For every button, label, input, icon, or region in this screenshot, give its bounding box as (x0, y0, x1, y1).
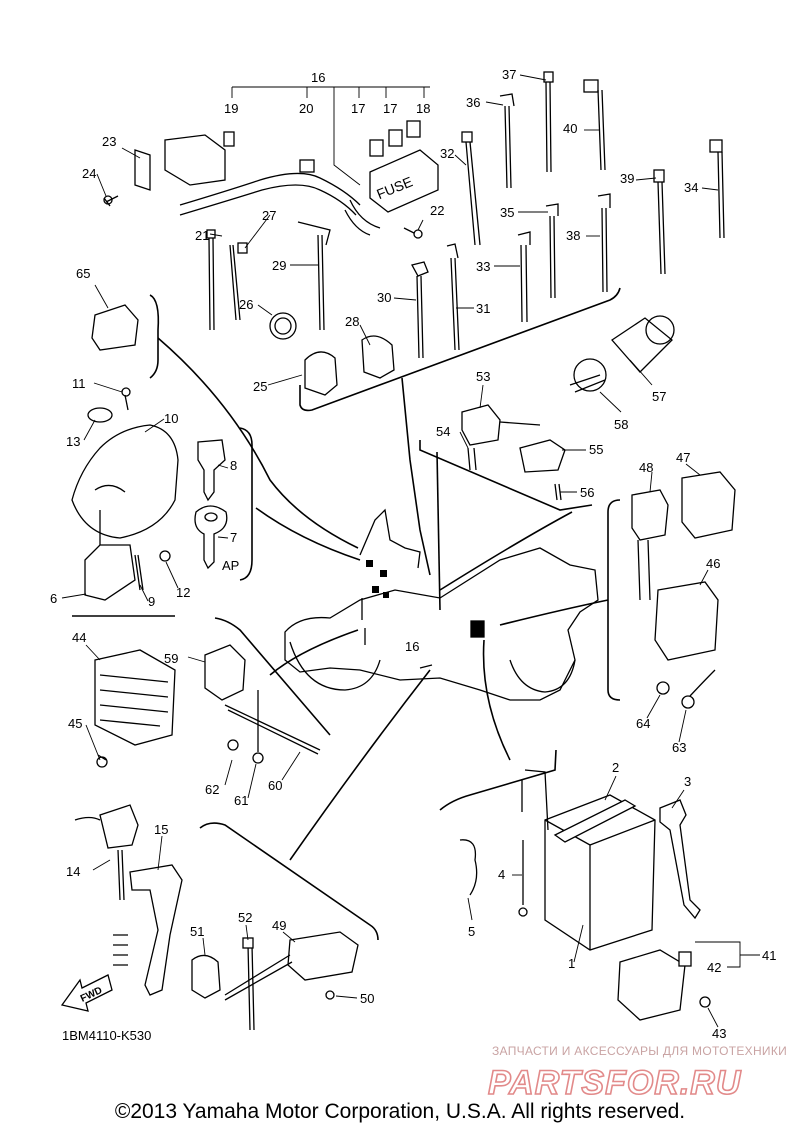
label-57: 57 (652, 389, 666, 404)
label-15: 15 (154, 822, 168, 837)
label-16: 16 (311, 70, 325, 85)
relay-65 (91, 304, 139, 351)
leader-lines (61, 74, 760, 1028)
label-20: 20 (299, 101, 313, 116)
drawing-code: 1BM4110-K530 (62, 1028, 151, 1043)
label-25: 25 (253, 379, 267, 394)
label-3: 3 (684, 774, 691, 789)
label-17b: 17 (383, 101, 397, 116)
watermark-tagline: ЗАПЧАСТИ И АКСЕССУАРЫ ДЛЯ МОТОТЕХНИКИ (492, 1044, 787, 1058)
label-35: 35 (500, 205, 514, 220)
label-26: 26 (239, 297, 253, 312)
label-48: 48 (639, 460, 653, 475)
accessory-socket (569, 315, 675, 393)
label-32: 32 (440, 146, 454, 161)
label-41: 41 (762, 948, 776, 963)
label-47: 47 (676, 450, 690, 465)
ground-parts (656, 669, 716, 709)
label-56: 56 (580, 485, 594, 500)
group-braces (72, 287, 621, 941)
label-33: 33 (476, 259, 490, 274)
keys (194, 439, 228, 570)
coil-parts (204, 644, 321, 764)
label-62: 62 (205, 782, 219, 797)
label-9: 9 (148, 594, 155, 609)
label-34: 34 (684, 180, 698, 195)
label-28: 28 (345, 314, 359, 329)
label-16-center: 16 (405, 639, 419, 654)
cable-ties (206, 71, 725, 396)
label-65: 65 (76, 266, 90, 281)
fwd-arrow (60, 974, 113, 1012)
label-27: 27 (262, 208, 276, 223)
motorcycle-outline (284, 508, 599, 701)
label-49: 49 (272, 918, 286, 933)
label-64: 64 (636, 716, 650, 731)
label-42: 42 (707, 960, 721, 975)
label-22: 22 (430, 203, 444, 218)
label-44: 44 (72, 630, 86, 645)
regulator (94, 649, 176, 768)
label-6: 6 (50, 591, 57, 606)
label-37: 37 (502, 67, 516, 82)
label-36: 36 (466, 95, 480, 110)
label-38: 38 (566, 228, 580, 243)
label-59: 59 (164, 651, 178, 666)
label-17a: 17 (351, 101, 365, 116)
label-2: 2 (612, 760, 619, 775)
sidestand-switch (74, 804, 183, 996)
label-43: 43 (712, 1026, 726, 1041)
sensor-parts (191, 931, 359, 1031)
label-31: 31 (476, 301, 490, 316)
battery-parts (459, 769, 701, 951)
label-14: 14 (66, 864, 80, 879)
label-18: 18 (416, 101, 430, 116)
label-1: 1 (568, 956, 575, 971)
label-39: 39 (620, 171, 634, 186)
label-10: 10 (164, 411, 178, 426)
starter-relay (617, 949, 711, 1021)
switch-parts (461, 404, 566, 501)
label-23: 23 (102, 134, 116, 149)
watermark-logo: PARTSFOR.RU (488, 1064, 742, 1102)
label-61: 61 (234, 793, 248, 808)
label-4: 4 (498, 867, 505, 882)
label-52: 52 (238, 910, 252, 925)
label-53: 53 (476, 369, 490, 384)
label-7: 7 (230, 530, 237, 545)
label-5: 5 (468, 924, 475, 939)
label-40: 40 (563, 121, 577, 136)
label-19: 19 (224, 101, 238, 116)
label-30: 30 (377, 290, 391, 305)
key-group-label: AP (222, 558, 239, 573)
label-60: 60 (268, 778, 282, 793)
top-wiring-parts (103, 86, 439, 239)
locator-lines (157, 337, 609, 861)
label-58: 58 (614, 417, 628, 432)
label-24: 24 (82, 166, 96, 181)
label-63: 63 (672, 740, 686, 755)
label-13: 13 (66, 434, 80, 449)
label-46: 46 (706, 556, 720, 571)
label-12: 12 (176, 585, 190, 600)
label-29: 29 (272, 258, 286, 273)
label-54: 54 (436, 424, 450, 439)
label-55: 55 (589, 442, 603, 457)
label-21: 21 (195, 228, 209, 243)
label-8: 8 (230, 458, 237, 473)
relays-right (631, 471, 736, 661)
part-number-labels: 1 2 3 4 5 6 7 8 9 10 11 12 13 14 15 16 1… (50, 67, 776, 1041)
label-45: 45 (68, 716, 82, 731)
copyright-notice: ©2013 Yamaha Motor Corporation, U.S.A. A… (114, 1100, 686, 1123)
label-11: 11 (72, 376, 86, 391)
label-50: 50 (360, 991, 374, 1006)
label-51: 51 (190, 924, 204, 939)
